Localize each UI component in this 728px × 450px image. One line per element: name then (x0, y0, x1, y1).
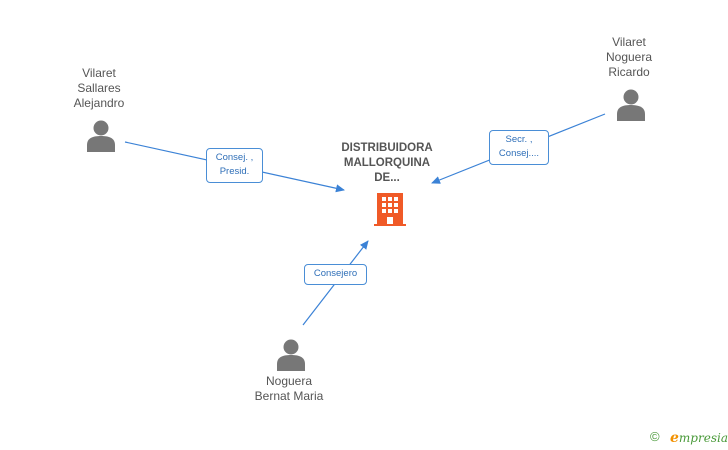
brand-logo[interactable]: empresia (670, 430, 728, 446)
company-name-line: DE... (374, 172, 400, 184)
relation-text: Consejero (313, 268, 358, 279)
person-name-line: Noguera (605, 50, 653, 64)
person-name-line: Bernat Maria (254, 389, 324, 403)
copyright-symbol: © (650, 429, 660, 444)
relation-text: Consej. , (215, 152, 254, 163)
person-icon[interactable] (615, 88, 647, 122)
relation-label-left[interactable]: Consej. , Presid. (206, 148, 263, 183)
person-name-vilaret-noguera[interactable]: Vilaret Noguera Ricardo (569, 35, 689, 80)
person-name-line: Ricardo (608, 65, 650, 79)
person-icon[interactable] (275, 338, 307, 372)
relation-label-bottom[interactable]: Consejero (304, 264, 367, 285)
person-name-line: Vilaret (82, 66, 116, 80)
company-name-line: MALLORQUINA (343, 157, 431, 169)
relation-text: Consej.... (498, 148, 540, 159)
brand-name: mpresia (678, 431, 728, 445)
building-icon[interactable] (373, 191, 407, 227)
company-name[interactable]: DISTRIBUIDORA MALLORQUINA DE... (332, 141, 442, 186)
relation-label-right[interactable]: Secr. , Consej.... (489, 130, 549, 165)
company-name-line: DISTRIBUIDORA (341, 142, 433, 154)
person-name-line: Vilaret (612, 35, 646, 49)
relation-text: Secr. , (505, 134, 533, 145)
person-name-vilaret-sallares[interactable]: Vilaret Sallares Alejandro (39, 66, 159, 111)
person-icon[interactable] (85, 119, 117, 153)
brand-initial: e (670, 430, 679, 446)
person-name-line: Noguera (265, 374, 313, 388)
person-name-line: Alejandro (73, 96, 125, 110)
person-name-noguera-bernat[interactable]: Noguera Bernat Maria (229, 374, 349, 404)
relation-text: Presid. (219, 166, 250, 177)
person-name-line: Sallares (77, 81, 121, 95)
